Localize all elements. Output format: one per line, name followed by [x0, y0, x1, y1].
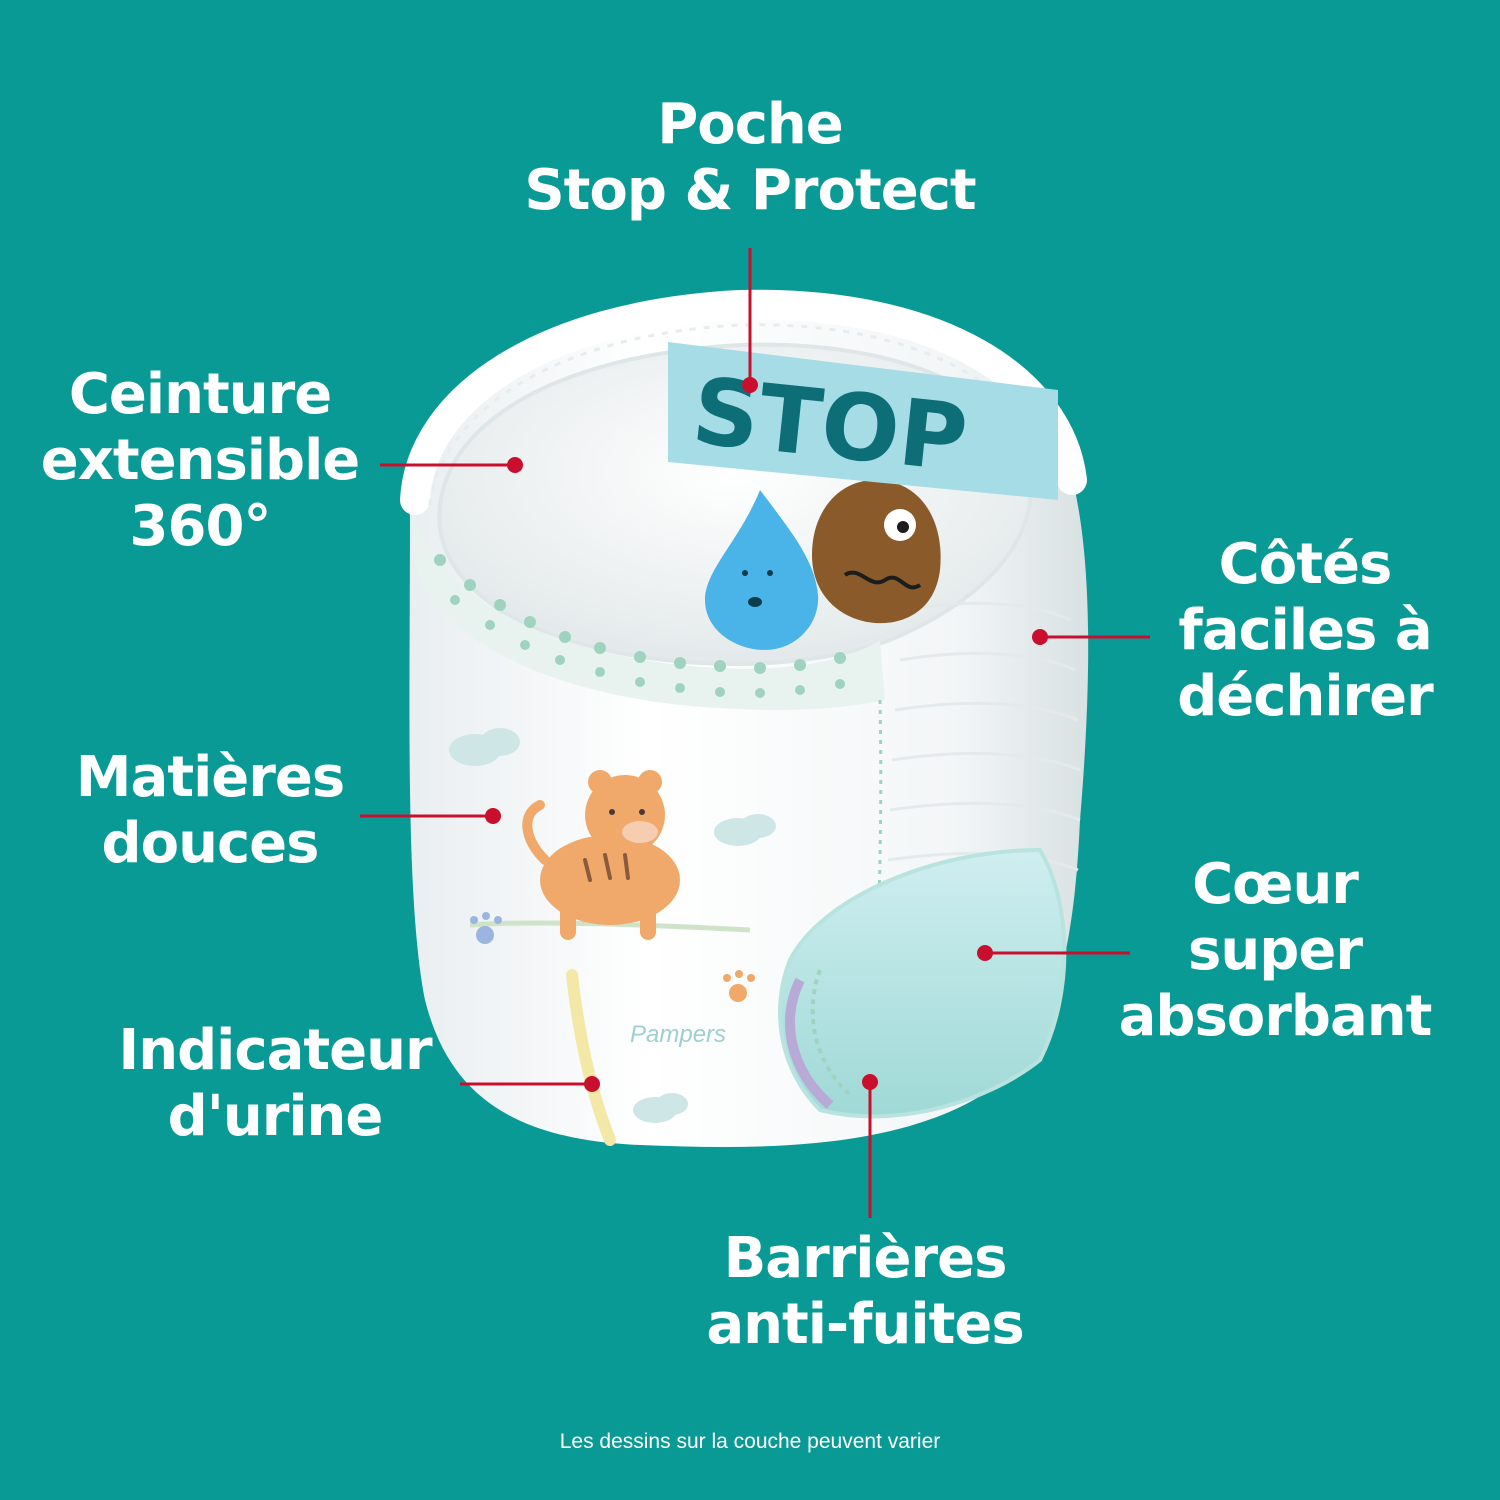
- label-core-line-3: absorbant: [1118, 984, 1433, 1049]
- pocket-callout-dot: [742, 377, 758, 393]
- label-barriers-line-2: anti-fuites: [706, 1292, 1024, 1357]
- wetness-indicator: [566, 969, 616, 1146]
- label-wetness: Indicateur d'urine: [110, 1018, 440, 1150]
- waistband-callout-dot: [507, 457, 523, 473]
- tiger-print: [469, 770, 751, 940]
- label-core: Cœur super absorbant: [1110, 852, 1440, 1050]
- wetness-callout-dot: [584, 1076, 600, 1092]
- label-sides: Côtés faciles à déchirer: [1150, 532, 1460, 730]
- brand-logo: Pampers: [630, 1021, 726, 1048]
- label-wetness-line-1: Indicateur: [118, 1018, 432, 1083]
- absorbent-core: [778, 847, 1067, 1119]
- printed-band: [412, 505, 885, 710]
- label-wetness-line-2: d'urine: [167, 1084, 384, 1149]
- label-barriers-line-1: Barrières: [723, 1226, 1008, 1291]
- label-pocket: Poche Stop & Protect: [500, 92, 1000, 224]
- label-pocket-line-1: Poche: [657, 92, 844, 157]
- label-soft-line-1: Matières: [75, 745, 345, 810]
- water-drop-character: [705, 490, 819, 650]
- poop-character: [812, 480, 941, 624]
- label-soft-line-2: douces: [101, 811, 320, 876]
- sides-callout-dot: [1032, 629, 1048, 645]
- label-sides-line-3: déchirer: [1177, 664, 1434, 729]
- label-waistband: Ceinture extensible 360°: [20, 362, 380, 560]
- label-waistband-line-3: 360°: [129, 494, 272, 559]
- label-core-line-1: Cœur: [1192, 852, 1359, 917]
- stop-pocket-banner: STOP: [668, 342, 1058, 500]
- footnote: Les dessins sur la couche peuvent varier: [559, 1430, 941, 1453]
- label-waistband-line-1: Ceinture: [68, 362, 332, 427]
- label-core-line-2: super: [1188, 918, 1363, 983]
- core-callout-dot: [977, 945, 993, 961]
- label-waistband-line-2: extensible: [40, 428, 361, 493]
- label-soft: Matières douces: [50, 745, 370, 877]
- label-pocket-line-2: Stop & Protect: [524, 158, 976, 223]
- label-sides-line-2: faciles à: [1178, 598, 1432, 663]
- soft-callout-dot: [485, 808, 501, 824]
- label-barriers: Barrières anti-fuites: [680, 1226, 1050, 1358]
- barriers-callout-dot: [862, 1074, 878, 1090]
- label-sides-line-1: Côtés: [1218, 532, 1393, 597]
